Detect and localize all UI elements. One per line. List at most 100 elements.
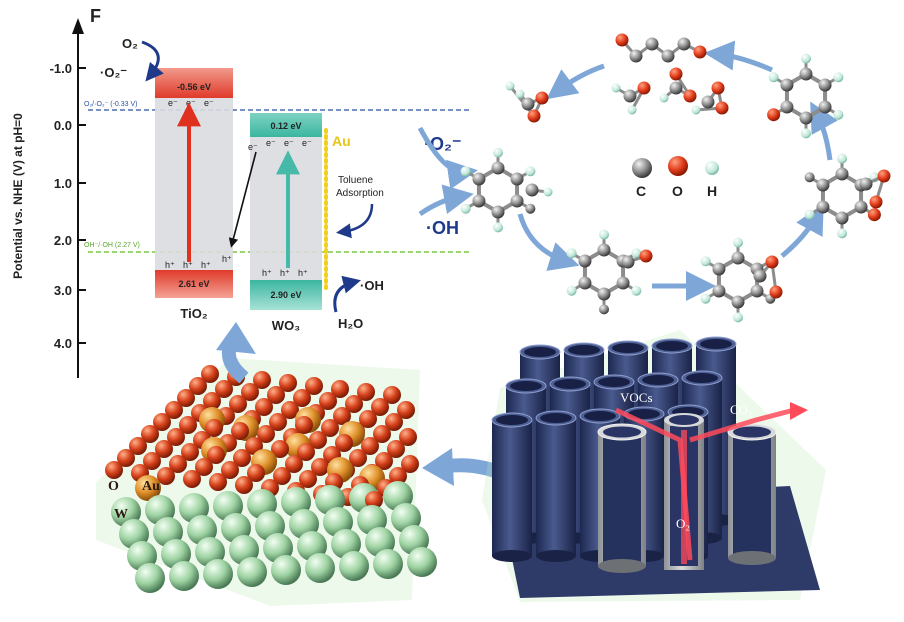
oxygen-atom	[333, 407, 351, 425]
oxygen-atom	[221, 461, 239, 479]
cycle-arrow	[810, 101, 838, 161]
hydrogen-atom	[733, 312, 743, 323]
oxygen-atom	[371, 398, 389, 416]
oxygen-atom	[387, 440, 405, 458]
oxygen-atom	[209, 473, 227, 491]
tube-opening	[598, 377, 630, 387]
carbon-atom	[804, 172, 815, 183]
hole: h⁺	[280, 268, 290, 278]
tungsten-atom	[373, 549, 403, 579]
tube-opening	[700, 339, 732, 349]
tube-opening	[642, 375, 674, 385]
oxygen-atom	[177, 389, 195, 407]
electron: e⁻	[266, 138, 276, 148]
molecule-fragment	[525, 183, 553, 197]
molecule-group	[460, 33, 891, 323]
carbon-atom	[629, 49, 643, 63]
oxygen-atom	[389, 467, 407, 485]
carbon-atom	[780, 100, 794, 114]
y-axis-arrowhead	[72, 18, 84, 34]
oxygen-atom	[241, 383, 259, 401]
molecule-fragment	[615, 33, 707, 63]
oxygen-atom	[143, 452, 161, 470]
tungsten-atom	[271, 555, 301, 585]
carbon-atom	[750, 284, 764, 298]
carbon-atom	[645, 37, 659, 51]
hydrogen-atom	[768, 72, 779, 83]
hydrogen-atom	[833, 109, 844, 120]
crystal-label-w: W	[114, 507, 128, 522]
carbon-atom	[835, 211, 849, 225]
hydrogen-atom	[700, 293, 711, 304]
oxygen-atom	[285, 455, 303, 473]
oxygen-atom	[309, 431, 327, 449]
tube-opening	[584, 411, 616, 421]
hydrogen-atom	[460, 166, 471, 177]
gas-flow-in	[614, 407, 693, 561]
carbon-atom	[621, 255, 635, 269]
hole: h⁺	[262, 268, 272, 278]
oxygen-atom	[179, 416, 197, 434]
tungsten-atom	[339, 551, 369, 581]
oxygen-atom	[295, 416, 313, 434]
carbon-atom	[669, 81, 683, 95]
hydrogen-atom	[659, 93, 669, 103]
oxygen-atom	[365, 491, 383, 509]
cutaway-tube	[727, 423, 777, 565]
electron: e⁻	[248, 142, 258, 152]
oxygen-atom	[229, 395, 247, 413]
hydrogen-atom	[733, 237, 743, 248]
molecule-fragment	[621, 249, 653, 269]
hydrogen-atom	[505, 81, 515, 91]
gas-flow-arrowhead	[790, 402, 808, 420]
oxygen-atom	[141, 425, 159, 443]
oxygen-atom	[637, 81, 651, 95]
tube-base	[536, 550, 576, 562]
oxygen-atom	[169, 455, 187, 473]
oxygen-atom	[397, 401, 415, 419]
molecule	[566, 229, 642, 315]
wo3-band: 0.12 eV 2.90 eV e⁻ e⁻ e⁻ h⁺ h⁺ h⁺ WO₃ e⁻…	[222, 113, 322, 333]
oxygen-atom	[247, 464, 265, 482]
oxygen-atom	[359, 410, 377, 428]
carbon-atom	[472, 194, 486, 208]
molecule-fragment	[505, 81, 549, 123]
tube-body	[536, 418, 576, 556]
oxygen-atom	[207, 446, 225, 464]
oxygen-atom	[321, 419, 339, 437]
carbon-atom	[816, 200, 830, 214]
oxygen-atom	[253, 371, 271, 389]
oxygen-atom	[669, 67, 683, 81]
oxygen-atom	[869, 195, 883, 209]
crystal-slab: O Au W	[96, 358, 437, 606]
tube-opening	[540, 413, 572, 423]
hydrogen-atom	[566, 285, 577, 296]
carbon-atom	[818, 100, 832, 114]
wo3-vb-value: 2.90 eV	[270, 290, 301, 300]
carbon-atom	[472, 172, 486, 186]
carbon-atom	[799, 111, 813, 125]
carbon-atom	[578, 276, 592, 290]
cycle-hydroxyl-label: ·OH	[426, 218, 459, 238]
hole: h⁺	[183, 260, 193, 270]
carbon-atom	[491, 161, 505, 175]
y-tick-label: 4.0	[54, 336, 72, 351]
electron: e⁻	[204, 98, 214, 108]
hydrogen-atom	[691, 105, 701, 115]
water-label: H₂O	[338, 316, 363, 331]
oxygen-atom	[357, 383, 375, 401]
oxygen-atom	[205, 419, 223, 437]
nanotube	[491, 412, 533, 562]
hydroxyl-attack-arrow	[418, 184, 474, 217]
carbon-atom	[701, 95, 715, 109]
wo3-cb-value: 0.12 eV	[270, 121, 301, 131]
hydrogen-atom	[599, 229, 609, 240]
hydrogen-atom	[515, 89, 525, 99]
tube-opening	[496, 415, 528, 425]
crystal-label-au: Au	[142, 479, 160, 494]
tubes-to-crystal-arrowhead	[422, 448, 454, 486]
tio2-vb-value: 2.61 eV	[178, 279, 209, 289]
z-scheme-transfer-arrow	[228, 151, 257, 248]
oxygen-atom	[257, 425, 275, 443]
